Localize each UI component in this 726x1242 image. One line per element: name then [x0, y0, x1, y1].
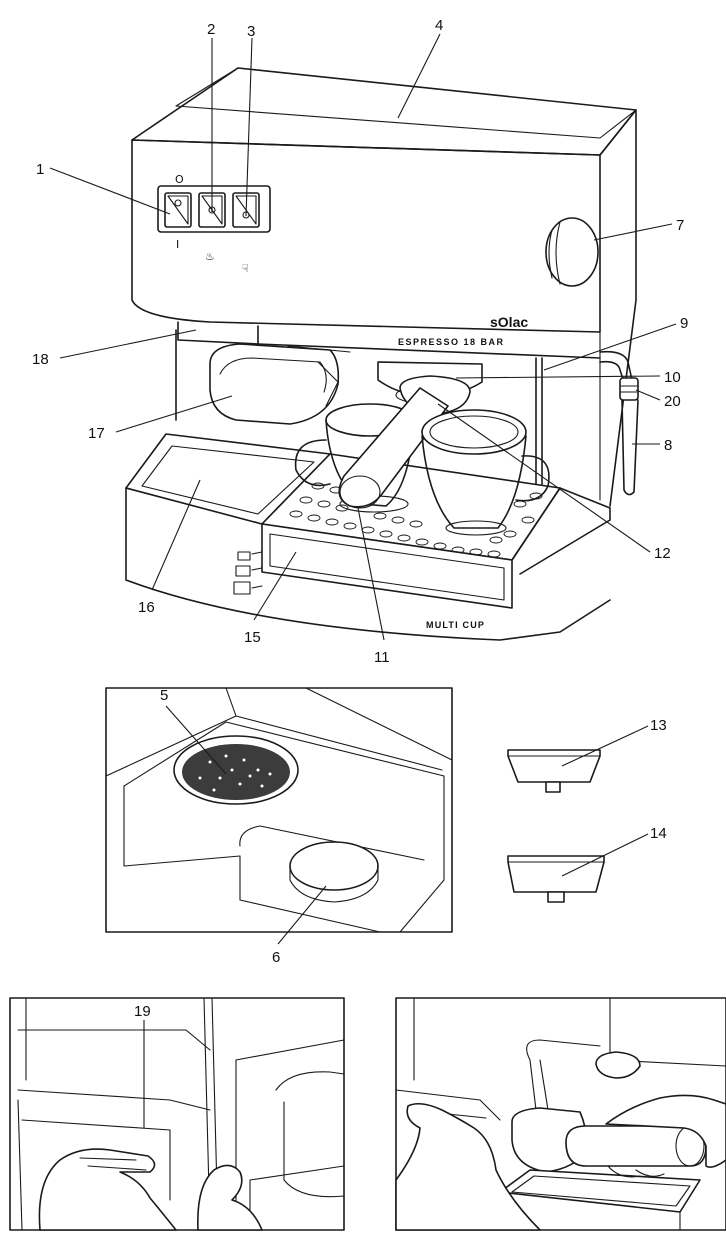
round-recess [289, 841, 379, 891]
callout-14: 14 [650, 825, 667, 842]
steam-nozzle-sleeve [619, 377, 639, 401]
espresso-machine: O I ♨ ☟ sOlac ESPRESSO 18 BAR [125, 67, 639, 641]
hand-icon: ☟ [242, 262, 249, 275]
double-cup-filter [507, 833, 649, 903]
drip-tray-removal-view [9, 997, 345, 1231]
callout-19: 19 [134, 1003, 151, 1020]
brand-logo: sOlac [490, 314, 528, 330]
cup-level-marks [233, 551, 263, 595]
tray-detail-view [105, 687, 453, 945]
upper-housing [131, 139, 601, 333]
portafilter [338, 375, 471, 509]
switch-off-mark: O [175, 173, 184, 186]
callout-16: 16 [138, 599, 155, 616]
espresso-cup-right [421, 409, 550, 536]
power-indicator-light [174, 199, 182, 207]
callout-15: 15 [244, 629, 261, 646]
callout-6: 6 [272, 949, 280, 966]
callout-4: 4 [435, 17, 443, 34]
callout-8: 8 [664, 437, 672, 454]
portafilter-insertion-view [395, 997, 726, 1231]
steam-knob[interactable] [545, 217, 599, 287]
callout-leaders [49, 33, 677, 641]
callout-18: 18 [32, 351, 49, 368]
callout-10: 10 [664, 369, 681, 386]
multi-cup-label: MULTI CUP [426, 620, 485, 630]
callout-1: 1 [36, 161, 44, 178]
callout-20: 20 [664, 393, 681, 410]
steam-tube [621, 399, 639, 496]
callout-11: 11 [374, 649, 390, 666]
callout-7: 7 [676, 217, 684, 234]
callout-5: 5 [160, 687, 168, 704]
callout-2: 2 [207, 21, 215, 38]
callout-17: 17 [88, 425, 105, 442]
filter-mesh [182, 744, 290, 800]
callout-12: 12 [654, 545, 671, 562]
callout-9: 9 [680, 315, 688, 332]
model-name: ESPRESSO 18 BAR [398, 337, 505, 347]
callout-13: 13 [650, 717, 667, 734]
hand [38, 1148, 177, 1231]
steam-icon: ♨ [205, 250, 215, 263]
single-cup-filter [507, 725, 649, 793]
switch-on-mark: I [176, 238, 179, 251]
drip-tray-front [261, 523, 513, 609]
drip-grid-holes [289, 482, 543, 558]
portafilter-holder [209, 343, 340, 425]
callout-3: 3 [247, 23, 255, 40]
